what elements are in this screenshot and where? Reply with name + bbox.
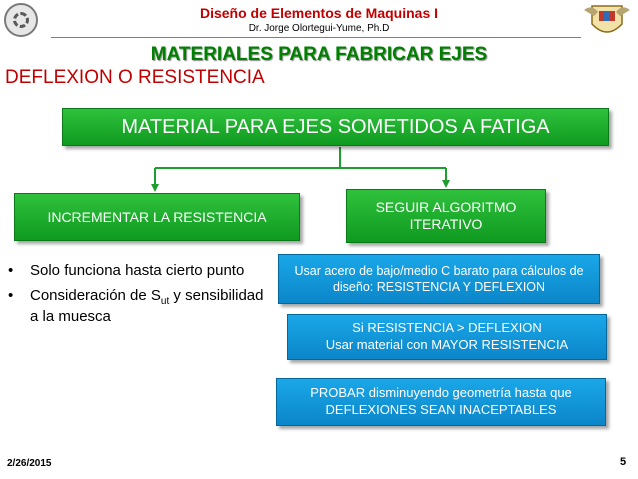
step-use-low-carbon-steel: Usar acero de bajo/medio C barato para c… bbox=[278, 254, 600, 304]
bullet-text-prefix: Consideración de S bbox=[30, 286, 161, 304]
bullet-item: • Solo funciona hasta cierto punto bbox=[6, 262, 272, 281]
slide-date: 2/26/2015 bbox=[7, 458, 52, 469]
slide-title: MATERIALES PARA FABRICAR EJES bbox=[150, 44, 488, 65]
slide-subtitle: DEFLEXION O RESISTENCIA bbox=[5, 67, 265, 88]
fatigue-material-box: MATERIAL PARA EJES SOMETIDOS A FATIGA bbox=[62, 108, 609, 146]
page-number: 5 bbox=[620, 456, 627, 468]
gear-logo-icon bbox=[4, 3, 38, 37]
bullet-marker: • bbox=[8, 286, 14, 304]
step-reduce-geometry: PROBAR disminuyendo geometría hasta que … bbox=[276, 378, 606, 426]
author-name: Dr. Jorge Olortegui-Yume, Ph.D bbox=[248, 23, 390, 34]
bullet-text-suffix: y sensibilidad a la muesca bbox=[30, 286, 264, 326]
university-crest-icon bbox=[584, 5, 630, 33]
header-divider bbox=[51, 37, 581, 38]
step2-action: Usar material con MAYOR RESISTENCIA bbox=[325, 337, 569, 352]
bullet-text: Solo funciona hasta cierto punto bbox=[30, 262, 245, 279]
bullet-subscript: ut bbox=[160, 295, 170, 307]
course-title: Diseño de Elementos de Maquinas I bbox=[199, 5, 439, 21]
bullet-item: • Consideración de Sut y sensibilidad a … bbox=[6, 287, 272, 327]
bullet-marker: • bbox=[8, 262, 14, 279]
iterative-algorithm-box: SEGUIR ALGORITMO ITERATIVO bbox=[346, 189, 546, 243]
step-strength-vs-deflection: Si RESISTENCIA > DEFLEXION Usar material… bbox=[287, 314, 607, 360]
increase-strength-box: INCREMENTAR LA RESISTENCIA bbox=[14, 193, 300, 241]
bullet-list: • Solo funciona hasta cierto punto • Con… bbox=[6, 262, 272, 333]
step2-condition: Si RESISTENCIA > DEFLEXION bbox=[352, 320, 542, 336]
